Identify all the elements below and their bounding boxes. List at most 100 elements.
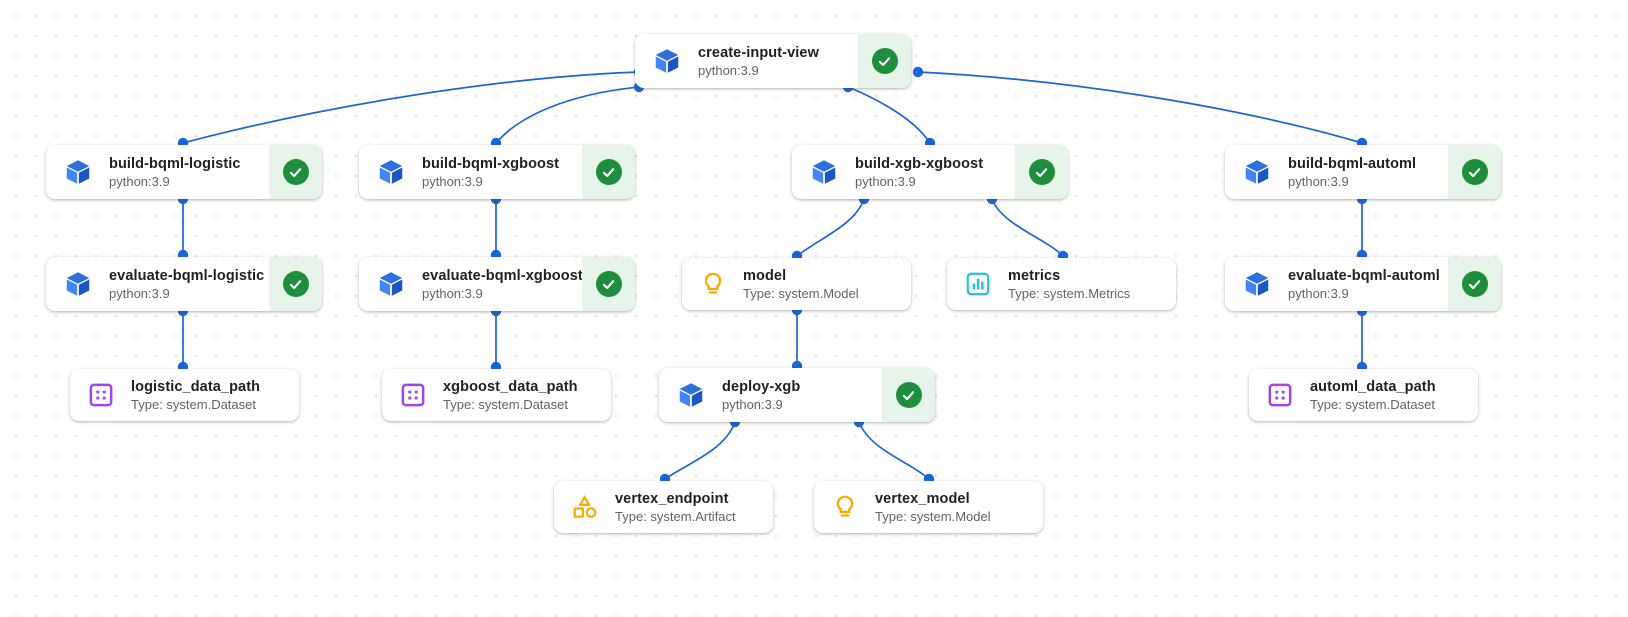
- node-subtitle: python:3.9: [722, 396, 783, 412]
- lightbulb-icon: [698, 269, 728, 299]
- cube-icon: [63, 269, 93, 299]
- cube-icon: [809, 157, 839, 187]
- edge-create-input-view-to-build-xgb-xgboost: [847, 86, 931, 144]
- bar-chart-icon: [963, 269, 993, 299]
- status-badge[interactable]: [269, 257, 322, 311]
- node-title: model: [743, 267, 787, 284]
- node-subtitle: python:3.9: [109, 285, 170, 301]
- node-title: vertex_model: [875, 490, 970, 507]
- cube-icon: [1242, 157, 1272, 187]
- cube-icon: [376, 157, 406, 187]
- cube-icon: [63, 157, 93, 187]
- status-badge[interactable]: [858, 34, 911, 88]
- edge-create-input-view-to-build-bqml-xgboost: [495, 86, 640, 144]
- status-badge[interactable]: [582, 257, 635, 311]
- lightbulb-icon: [830, 492, 860, 522]
- node-subtitle: Type: system.Dataset: [1310, 396, 1435, 412]
- node-title: evaluate-bqml-automl: [1288, 267, 1440, 284]
- edge-create-input-view-to-build-bqml-logistic: [182, 71, 640, 144]
- node-title: create-input-view: [698, 44, 819, 61]
- node-title: deploy-xgb: [722, 378, 801, 395]
- edge-create-input-view-to-build-bqml-automl: [917, 71, 1363, 144]
- status-badge[interactable]: [269, 145, 322, 199]
- check-circle-icon: [1461, 159, 1488, 185]
- node-subtitle: python:3.9: [1288, 173, 1349, 189]
- status-badge[interactable]: [582, 145, 635, 199]
- node-title: vertex_endpoint: [615, 490, 729, 507]
- edge-endpoint-dot: [912, 66, 924, 78]
- node-subtitle: python:3.9: [422, 285, 483, 301]
- check-circle-icon: [871, 48, 898, 74]
- check-circle-icon: [282, 271, 309, 297]
- node-title: build-bqml-logistic: [109, 155, 241, 172]
- cube-icon: [376, 269, 406, 299]
- node-subtitle: Type: system.Model: [743, 285, 859, 301]
- status-badge[interactable]: [1448, 145, 1501, 199]
- node-title: evaluate-bqml-xgboost: [422, 267, 583, 284]
- node-subtitle: Type: system.Model: [875, 508, 991, 524]
- status-badge[interactable]: [1015, 145, 1068, 199]
- status-badge[interactable]: [1448, 257, 1501, 311]
- node-subtitle: python:3.9: [422, 173, 483, 189]
- cube-icon: [652, 46, 682, 76]
- status-badge[interactable]: [882, 368, 935, 422]
- node-subtitle: python:3.9: [698, 62, 759, 78]
- node-subtitle: python:3.9: [855, 173, 916, 189]
- node-title: metrics: [1008, 267, 1061, 284]
- dataset-icon: [398, 380, 428, 410]
- dataset-icon: [1265, 380, 1295, 410]
- dataset-icon: [86, 380, 116, 410]
- node-title: evaluate-bqml-logistic: [109, 267, 265, 284]
- edge-deploy-xgb-to-vertex_model: [858, 421, 930, 480]
- cube-icon: [676, 380, 706, 410]
- check-circle-icon: [282, 159, 309, 185]
- check-circle-icon: [895, 382, 922, 408]
- node-title: build-bqml-automl: [1288, 155, 1417, 172]
- check-circle-icon: [595, 271, 622, 297]
- node-title: build-xgb-xgboost: [855, 155, 984, 172]
- node-subtitle: python:3.9: [109, 173, 170, 189]
